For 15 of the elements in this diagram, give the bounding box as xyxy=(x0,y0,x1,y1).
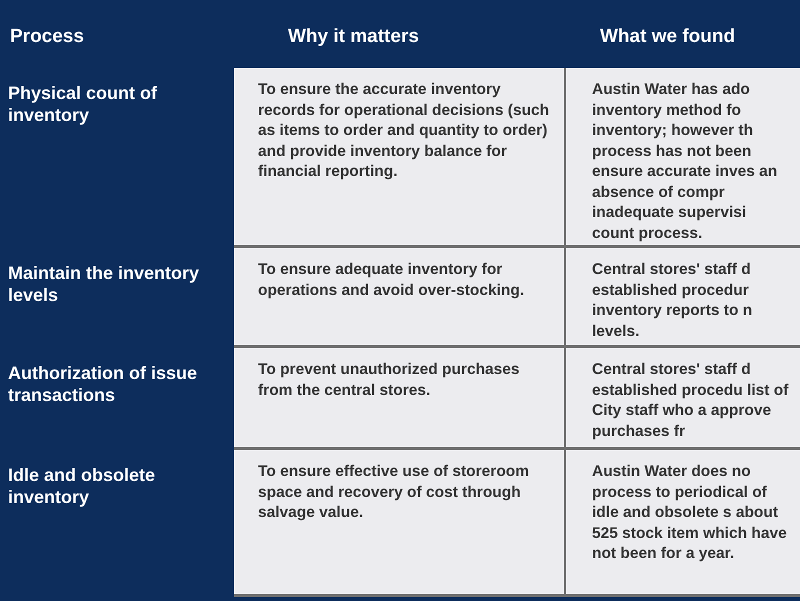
column-header: Process xyxy=(10,26,84,48)
table-cell: To ensure effective use of storeroom space and recovery of cost through salvage value. xyxy=(234,450,566,597)
table-cell: Austin Water has ado inventory method fo inventory; however th process has not been ensure accurate inves an absence of compr inadequate supervisi count process. xyxy=(566,68,800,248)
column-header: What we found xyxy=(600,26,736,48)
row-header: Physical count of inventory xyxy=(7,82,158,126)
table-cell: Central stores' staff d established procedur inventory reports to n levels. xyxy=(566,248,800,348)
row-header: Idle and obsolete inventory xyxy=(7,464,156,508)
table-cell: Austin Water does no process to periodical of idle and obsolete s about 525 stock item which have not been for a year. xyxy=(566,450,800,597)
column-header: Why it matters xyxy=(288,26,419,48)
row-header: Authorization of issue transactions xyxy=(7,362,198,406)
table-cell: To ensure the accurate inventory records for operational decisions (such as items to order and quantity to order) and provide inventory balance for financial reporting. xyxy=(234,68,566,248)
table-cell: To ensure adequate inventory for operations and avoid over-stocking. xyxy=(234,248,566,348)
row-header: Maintain the inventory levels xyxy=(7,262,200,306)
table-cell: Central stores' staff d established procedu list of City staff who a approve purchases fr xyxy=(566,348,800,450)
table-cell: To prevent unauthorized purchases from the central stores. xyxy=(234,348,566,450)
